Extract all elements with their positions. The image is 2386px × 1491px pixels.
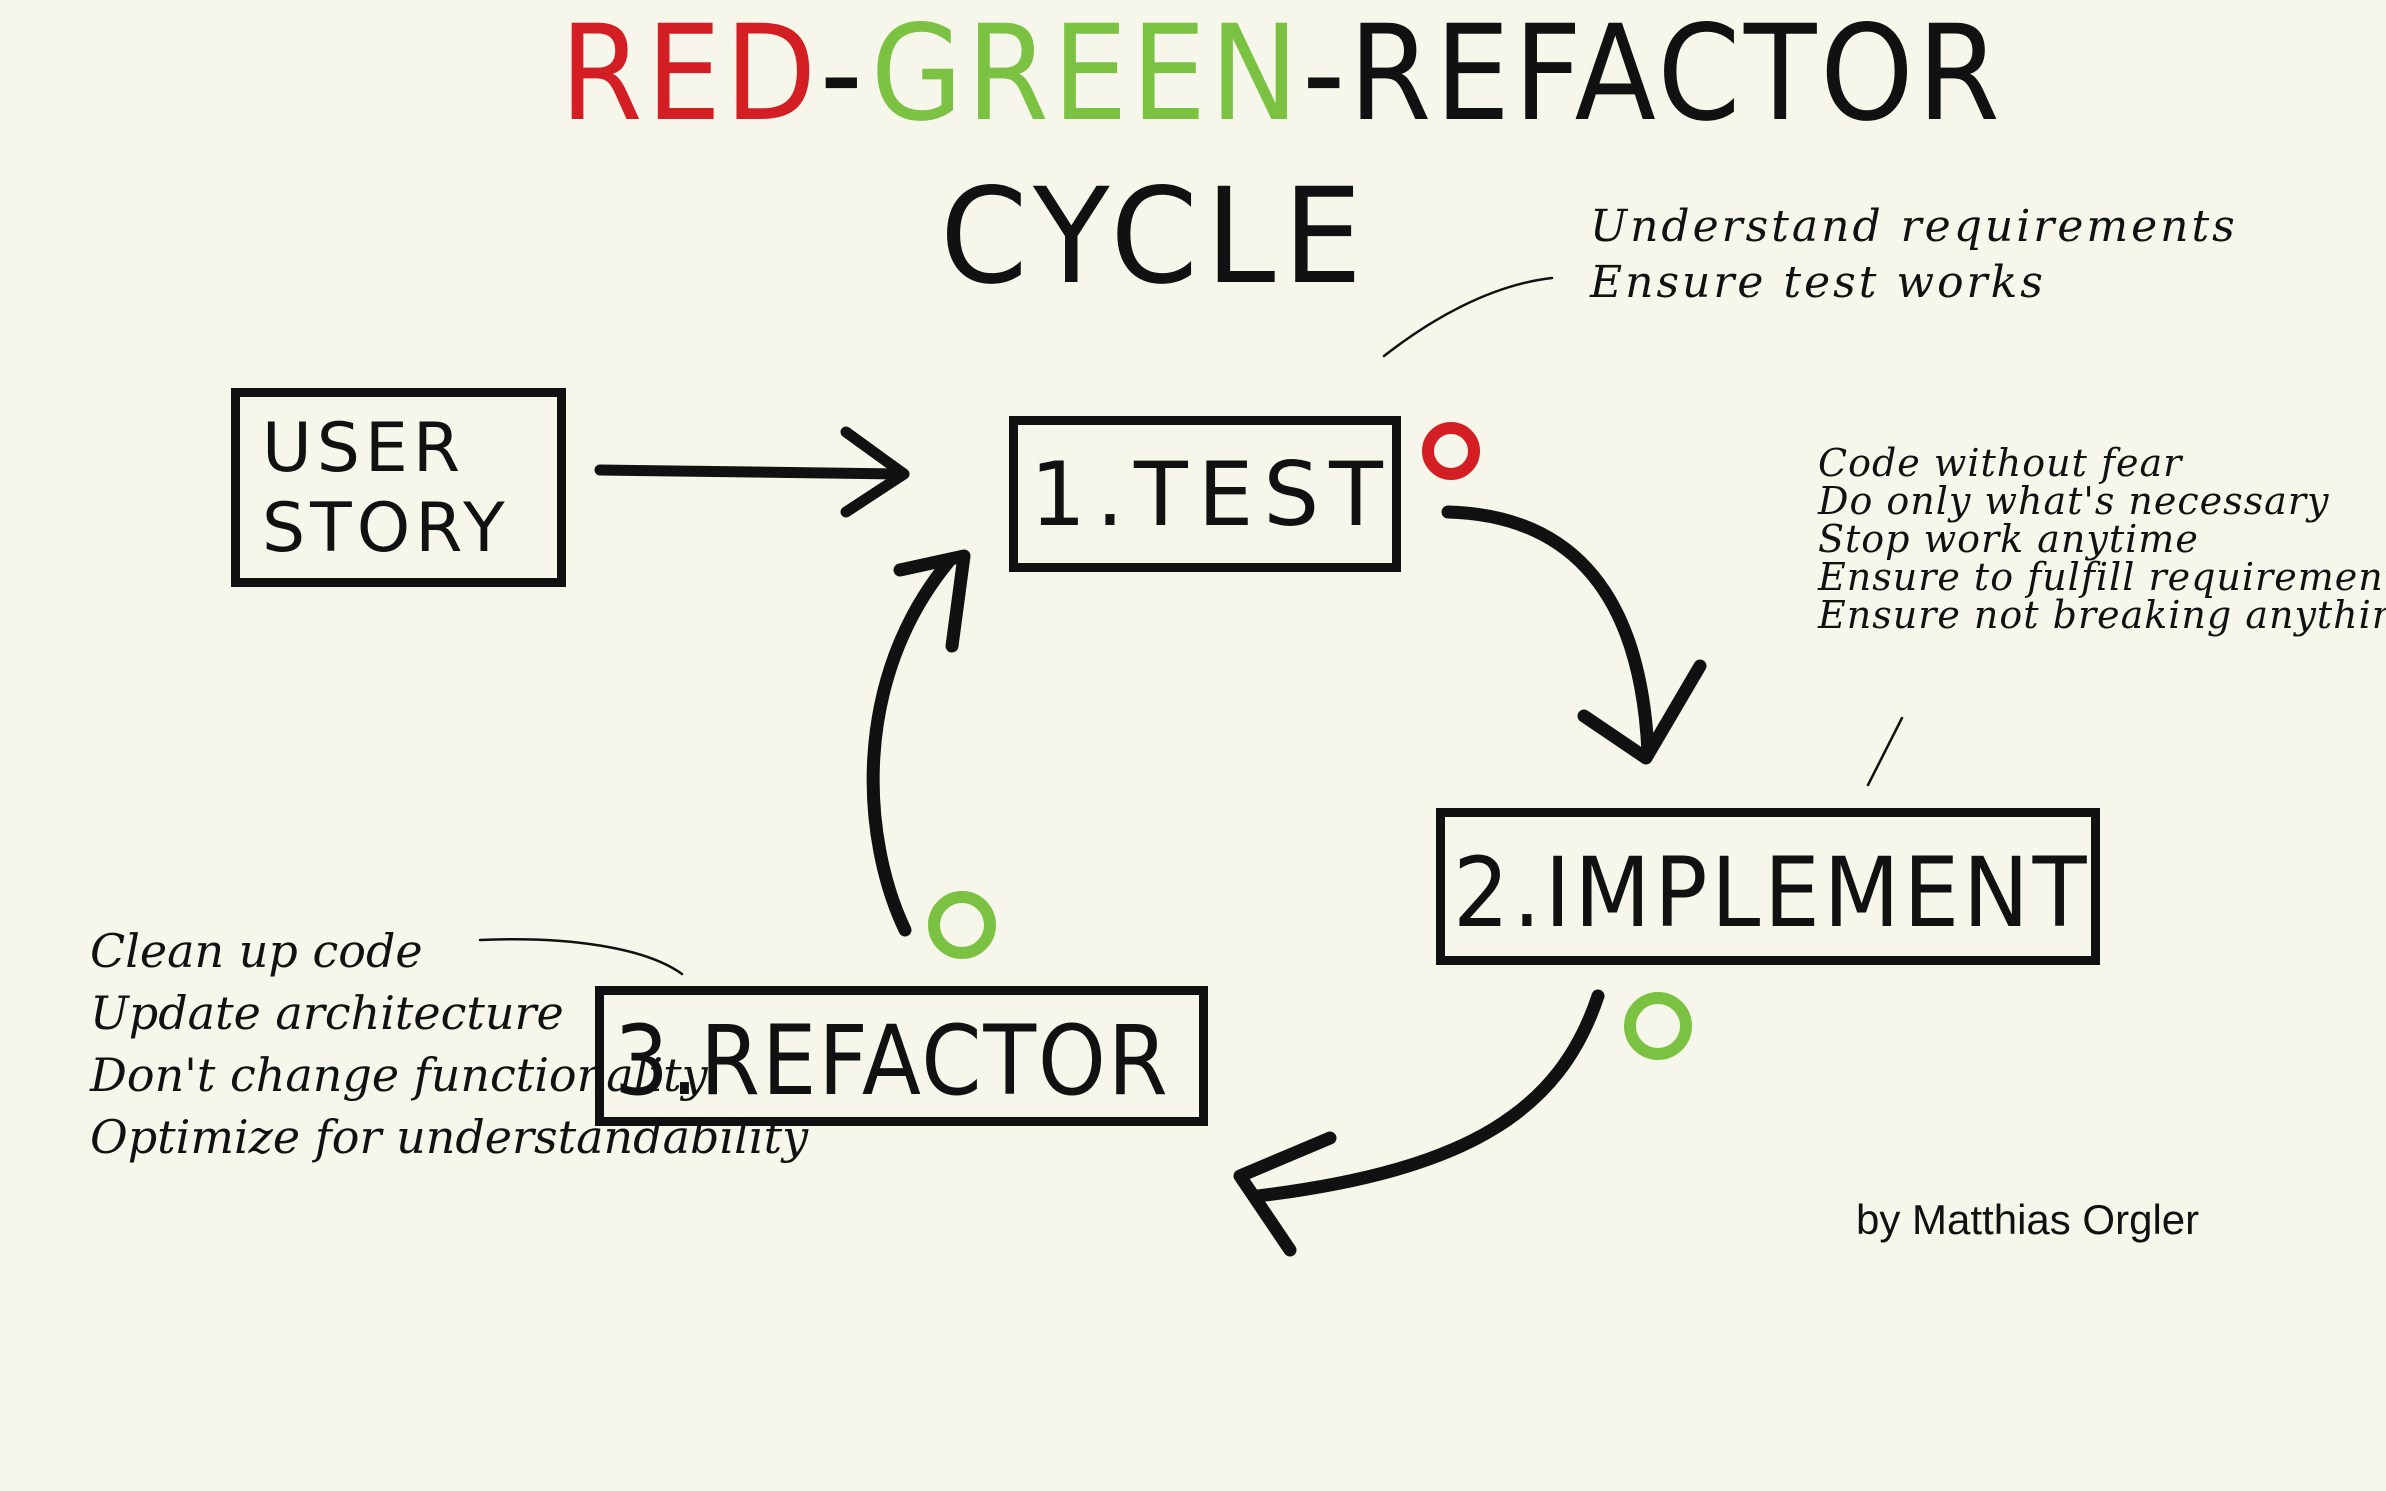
title-separator-2: - [1302,0,1349,151]
test-step-notes: Understand requirements Ensure test work… [1590,205,2238,317]
note-line: Clean up code [90,924,423,978]
callout-implement [1866,716,1904,787]
note-line: Do only what's necessary [1818,479,2330,523]
refactor-step-label: 3.REFACTOR [614,1005,1170,1117]
note-line: Ensure test works [1590,257,2046,308]
diagram-subtitle: CYCLE [940,160,1370,314]
test-step-label: 1.TEST [1030,443,1393,546]
implement-green-status-icon [1624,992,1692,1060]
user-story-box: USER STORY [231,388,566,587]
note-line: Don't change functionality [90,1048,708,1102]
arrow-test-to-implement [1441,505,1707,765]
note-line: Update architecture [90,986,564,1040]
refactor-step-notes: Clean up code Update architecture Don't … [90,928,808,1176]
implement-step-notes: Code without fear Do only what's necessa… [1818,444,2386,634]
refactor-step-box: 3.REFACTOR [595,986,1208,1126]
title-red-word: RED [560,0,820,151]
note-line: Code without fear [1818,441,2183,485]
note-line: Ensure to fulfill requirements [1818,555,2386,599]
implement-step-label: 2.IMPLEMENT [1453,837,2091,949]
note-line: Understand requirements [1590,201,2238,252]
note-line: Stop work anytime [1818,517,2199,561]
test-red-status-icon [1422,422,1480,480]
title-green-word: GREEN [870,0,1303,151]
note-line: Ensure not breaking anything [1818,593,2386,637]
callout-test [1382,276,1554,358]
title-refactor-word: REFACTOR [1348,0,2004,151]
user-story-label-line-2: STORY [262,489,510,568]
arrow-implement-to-refactor [1233,989,1605,1257]
note-line: Optimize for understandability [90,1110,809,1164]
arrow-refactor-to-test [866,549,971,937]
implement-step-box: 2.IMPLEMENT [1436,808,2100,965]
test-step-box: 1.TEST [1009,416,1401,572]
user-story-label-line-1: USER [262,409,466,488]
diagram-title: RED-GREEN-REFACTOR [560,5,2003,144]
arrow-story-to-test [594,426,910,518]
title-separator-1: - [819,0,871,151]
author-credit: by Matthias Orgler [1856,1196,2200,1243]
refactor-green-status-icon [928,891,996,959]
callout-refactor [478,937,684,976]
